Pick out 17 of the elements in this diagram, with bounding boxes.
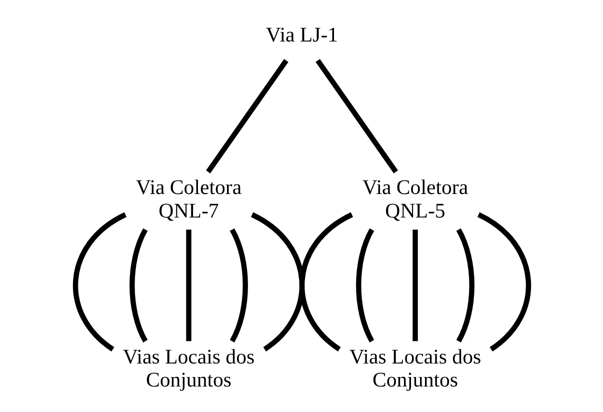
node-text: Via Coletora QNL-5 [362,175,468,222]
connector [476,212,530,352]
connector [229,228,248,342]
node-text: Vias Locais dos Conjuntos [348,344,481,392]
connector [299,212,353,352]
connector [250,212,304,352]
connector [72,212,126,352]
connector [206,59,288,174]
node-text: Vias Locais dos Conjuntos [122,344,254,392]
connector [186,230,191,342]
node-text: Via LJ-1 [265,22,338,47]
connector [456,228,474,342]
connector [412,230,418,342]
connector [356,228,374,342]
connector [315,59,398,174]
connector [129,228,148,342]
node-text: Via Coletora QNL-7 [135,175,242,222]
